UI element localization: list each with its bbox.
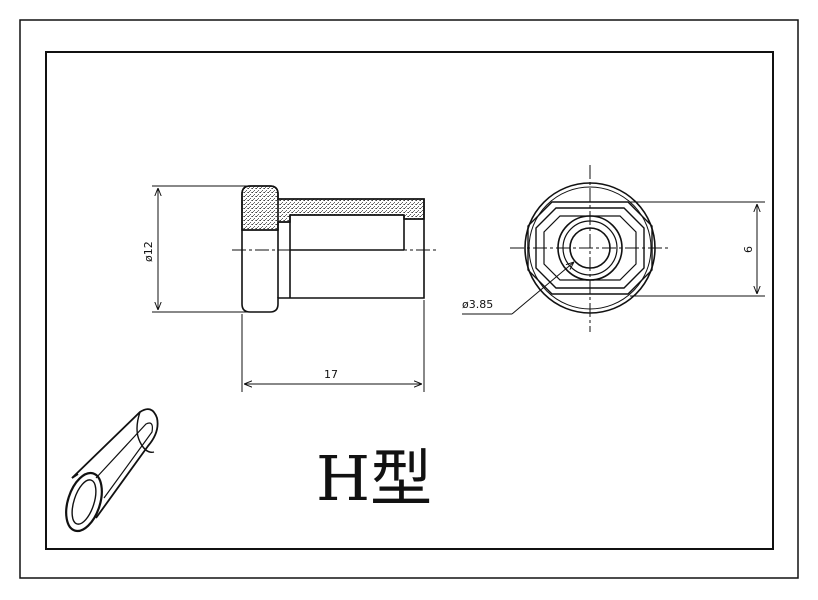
- dim-width: [630, 201, 765, 297]
- dim-bore-label: ø3.85: [462, 298, 493, 311]
- iso-end-outer: [65, 471, 103, 533]
- oblong-outer: [527, 201, 653, 295]
- part-outline: [241, 185, 425, 313]
- dim-outer-diameter: [152, 185, 250, 313]
- section-hatch: [241, 185, 425, 231]
- iso-end-inner: [71, 479, 97, 525]
- dim-bore-leader: [462, 262, 574, 315]
- outer-frame: [19, 19, 799, 579]
- dim-width-label: 9: [741, 246, 754, 253]
- section-view: [241, 185, 425, 313]
- drawing-title: H型: [316, 442, 432, 515]
- dim-outer-diameter-label: ø12: [142, 241, 155, 262]
- inner-frame: [45, 51, 774, 550]
- dim-length: [241, 300, 425, 392]
- dim-length-label: 17: [324, 368, 338, 381]
- isometric-sketch: [65, 408, 159, 533]
